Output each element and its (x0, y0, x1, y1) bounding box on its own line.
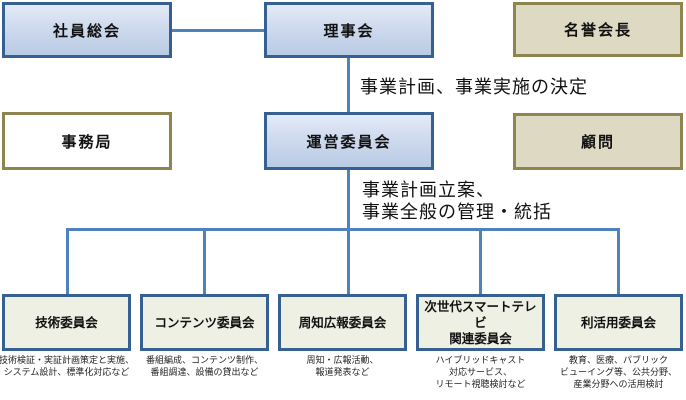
desc-line: 周知・広報活動、 (306, 355, 379, 365)
annotation-steering-role: 事業計画立案、 事業全般の管理・統括 (362, 179, 552, 223)
node-board: 理事会 (264, 2, 434, 58)
desc-nextgen-smarttv-committee: ハイブリッドキャスト 対応サービス、 リモート視聴検討など (402, 354, 559, 390)
node-secretariat: 事務局 (2, 112, 172, 170)
node-pr-committee-label: 周知広報委員会 (298, 315, 387, 330)
node-advisor: 顧問 (513, 113, 683, 170)
nextgen-label-line2: 関連委員会 (449, 331, 512, 346)
desc-line: 番組編成、コンテンツ制作、 (145, 355, 263, 365)
node-honorary-chairman-label: 名誉会長 (563, 22, 632, 39)
desc-line: 産業分野への活用検討 (573, 379, 664, 389)
desc-line: 番組調達、設備の貸出など (150, 367, 259, 377)
node-content-committee-label: コンテンツ委員会 (154, 315, 255, 330)
node-utilization-committee-label: 利活用委員会 (580, 315, 656, 330)
desc-line: リモート視聴検討など (435, 379, 526, 389)
desc-technical-committee: 技術検証・実証計画策定と実施、 システム設計、標準化対応など (0, 354, 145, 378)
node-steering-committee: 運営委員会 (264, 112, 434, 170)
desc-line: 教育、医療、パブリック (568, 355, 668, 365)
desc-line: システム設計、標準化対応など (3, 367, 130, 377)
connector-board-steering (347, 58, 350, 112)
desc-pr-committee: 周知・広報活動、 報道発表など (264, 354, 421, 378)
desc-line: 報道発表など (315, 367, 370, 377)
node-secretariat-label: 事務局 (61, 133, 113, 151)
node-steering-committee-label: 運営委員会 (306, 133, 392, 151)
node-content-committee: コンテンツ委員会 (140, 294, 269, 351)
node-nextgen-smarttv-committee: 次世代スマートテレビ 関連委員会 (416, 294, 545, 351)
annotation-steering-role-line2: 事業全般の管理・統括 (362, 202, 552, 222)
annotation-board-decision: 事業計画、事業実施の決定 (360, 77, 588, 97)
desc-line: ハイブリッドキャスト (435, 355, 526, 365)
annotation-steering-role-line1: 事業計画立案、 (362, 180, 495, 200)
connector-drop-content (203, 228, 206, 294)
connector-drop-utilization (617, 228, 620, 294)
desc-line: 対応サービス、 (448, 367, 512, 377)
node-pr-committee: 周知広報委員会 (278, 294, 407, 351)
connector-drop-tech (66, 228, 69, 294)
connector-bus (66, 228, 620, 231)
node-technical-committee: 技術委員会 (2, 294, 131, 351)
desc-content-committee: 番組編成、コンテンツ制作、 番組調達、設備の貸出など (126, 354, 283, 378)
desc-line: 技術検証・実証計画策定と実施、 (0, 355, 134, 365)
connector-drop-nextgen (479, 228, 482, 294)
node-general-meeting-label: 社員総会 (52, 22, 121, 40)
desc-utilization-committee: 教育、医療、パブリック ビューイング等、公共分野、 産業分野への活用検討 (540, 354, 686, 390)
desc-line: ビューイング等、公共分野、 (559, 367, 677, 377)
connector-drop-pr (347, 228, 350, 294)
node-advisor-label: 顧問 (580, 134, 615, 151)
connector-steering-bus (347, 170, 350, 228)
node-technical-committee-label: 技術委員会 (35, 315, 98, 330)
node-nextgen-smarttv-committee-label: 次世代スマートテレビ 関連委員会 (419, 299, 542, 347)
node-general-meeting: 社員総会 (2, 2, 172, 58)
node-utilization-committee: 利活用委員会 (554, 294, 683, 351)
node-honorary-chairman: 名誉会長 (513, 2, 683, 57)
nextgen-label-line1: 次世代スマートテレビ (424, 299, 537, 330)
connector-meeting-board (172, 29, 264, 32)
node-board-label: 理事会 (323, 22, 375, 40)
